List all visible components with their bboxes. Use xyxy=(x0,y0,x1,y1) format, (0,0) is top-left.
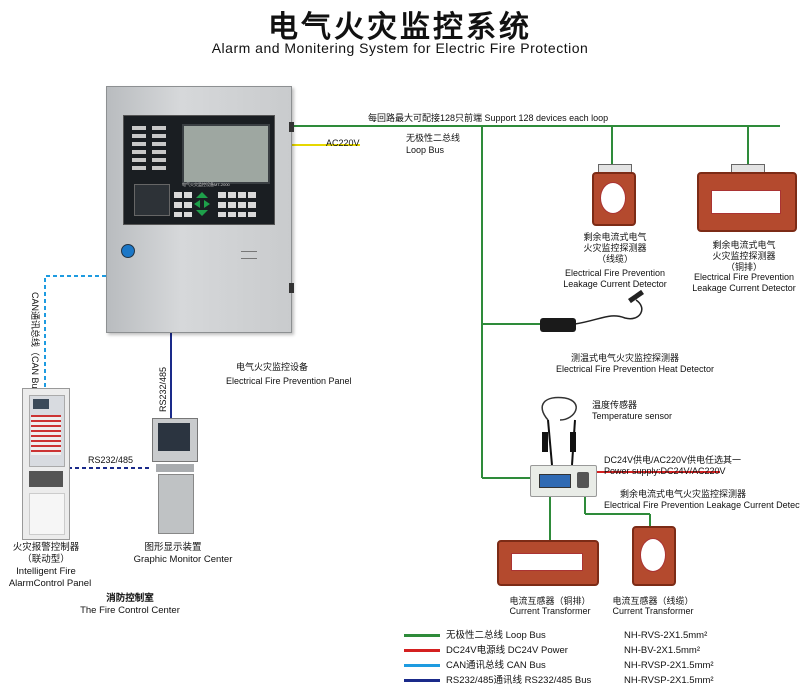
cable-detector-cn1: 剩余电流式电气 xyxy=(583,232,647,242)
legend-spec: NH-RVSP-2X1.5mm² xyxy=(624,675,714,686)
control-center-cn: 消防控制室 xyxy=(106,593,154,604)
temp-probe-tip-2 xyxy=(570,432,576,452)
legend-swatch-can-bus xyxy=(404,664,440,667)
panel-face: 电气火灾监控设备MT-2000 xyxy=(123,115,275,225)
control-center-en: The Fire Control Center xyxy=(80,605,180,616)
legend-swatch-loop-bus xyxy=(404,634,440,637)
heat-detector-cn: 测温式电气火灾监控探测器 xyxy=(570,353,679,363)
led-column xyxy=(130,124,170,179)
copper-residual-current-detector xyxy=(697,164,797,234)
fire-prevention-panel: 电气火灾监控设备MT-2000 xyxy=(106,86,294,333)
legend: 无极性二总线 Loop Bus NH-RVS-2X1.5mm² DC24V电源线… xyxy=(404,628,794,692)
ct-cable-cn: 电流互感器（线缆） xyxy=(612,596,694,606)
alarm-panel-cn1: 火灾报警控制器 xyxy=(12,542,80,553)
loop-bus-label-cn: 无极性二总线 xyxy=(406,133,461,143)
cable-detector-en2: Leakage Current Detector xyxy=(563,279,667,289)
panel-hinge-bottom xyxy=(289,283,294,293)
leakage-detector-module xyxy=(530,465,597,497)
panel-label-cn: 电气火灾监控设备 xyxy=(236,362,309,372)
monitor-en: Graphic Monitor Center xyxy=(133,554,233,565)
copper-detector-cn1: 剩余电流式电气 xyxy=(712,240,776,250)
can-bus-label: CAN通讯总线（CAN Bus） xyxy=(30,292,40,403)
heat-detector-cable xyxy=(574,299,643,325)
module-detector-cn: 剩余电流式电气火灾监控探测器 xyxy=(620,489,747,499)
current-transformer-cable xyxy=(632,526,676,586)
panel-plate: 电气火灾监控设备MT-2000 xyxy=(182,182,230,187)
alarm-panel-cn2: （联动型） xyxy=(22,554,70,565)
cable-detector-cn2: 火灾监控探测器 xyxy=(583,243,647,253)
ac220-label: AC220V xyxy=(326,138,360,148)
current-transformer-copper xyxy=(497,540,599,586)
legend-label: RS232/485通讯线 RS232/485 Bus xyxy=(446,675,592,686)
legend-row: RS232/485通讯线 RS232/485 Bus NH-RVSP-2X1.5… xyxy=(404,673,794,688)
temp-probe-cable-2 xyxy=(559,397,577,421)
page-title-en: Alarm and Monitering System for Electric… xyxy=(211,40,589,56)
alarm-panel-en2: AlarmControl Panel xyxy=(8,578,92,589)
alarm-panel-en1: Intelligent Fire xyxy=(16,566,76,577)
temp-probe-cable-1 xyxy=(541,396,566,421)
can-bus-line xyxy=(44,275,106,392)
legend-row: CAN通讯总线 CAN Bus NH-RVSP-2X1.5mm² xyxy=(404,658,794,673)
panel-hinge-top xyxy=(289,122,294,132)
legend-spec: NH-BV-2X1.5mm² xyxy=(624,645,701,656)
lcd-screen xyxy=(182,124,270,184)
copper-detector-cn3: （铜排） xyxy=(725,262,762,272)
page-title-cn: 电气火灾监控系统 xyxy=(268,10,532,45)
ct-copper-en: Current Transformer xyxy=(509,606,591,616)
monitor-cn: 图形显示装置 xyxy=(144,542,202,553)
copper-detector-en2: Leakage Current Detector xyxy=(692,283,796,293)
loop-capacity-label: 每回路最大可配接128只前端 Support 128 devices each … xyxy=(368,113,609,123)
printer-slot xyxy=(134,184,170,216)
power-option-en: Power supply:DC24V/AC220V xyxy=(604,466,726,476)
legend-swatch-power xyxy=(404,649,440,652)
power-option-cn: DC24V供电/AC220V供电任选其一 xyxy=(604,455,742,465)
temp-probe-lead-1 xyxy=(547,419,553,466)
legend-label: DC24V电源线 DC24V Power xyxy=(446,645,568,656)
rs232-vertical-label: RS232/485 xyxy=(158,366,168,412)
legend-label: CAN通讯总线 CAN Bus xyxy=(446,660,546,671)
loop-bus-label-en: Loop Bus xyxy=(406,145,445,155)
panel-label-en: Electrical Fire Prevention Panel xyxy=(226,376,352,386)
graphic-monitor-center xyxy=(152,418,198,534)
ct-cable-en: Current Transformer xyxy=(612,606,694,616)
legend-row: DC24V电源线 DC24V Power NH-BV-2X1.5mm² xyxy=(404,643,794,658)
cable-residual-current-detector xyxy=(592,164,636,226)
rs232-horizontal-label: RS232/485 xyxy=(88,455,134,465)
cable-detector-cn3: （线缆） xyxy=(596,254,633,264)
panel-key-icon xyxy=(121,244,135,258)
cable-detector-en1: Electrical Fire Prevention xyxy=(564,268,666,278)
legend-label: 无极性二总线 Loop Bus xyxy=(446,630,546,641)
legend-spec: NH-RVSP-2X1.5mm² xyxy=(624,660,714,671)
ct-copper-cn: 电流互感器（铜排） xyxy=(509,596,591,606)
vent-icon xyxy=(241,251,257,259)
temp-sensor-cn: 温度传感器 xyxy=(592,400,638,410)
copper-detector-en1: Electrical Fire Prevention xyxy=(693,272,795,282)
keypad xyxy=(174,190,266,218)
copper-detector-cn2: 火灾监控探测器 xyxy=(712,251,776,261)
fire-alarm-control-panel xyxy=(22,388,70,540)
legend-row: 无极性二总线 Loop Bus NH-RVS-2X1.5mm² xyxy=(404,628,794,643)
legend-spec: NH-RVS-2X1.5mm² xyxy=(624,630,708,641)
legend-swatch-rs232 xyxy=(404,679,440,682)
heat-detector xyxy=(540,318,576,332)
temp-probe-tip-1 xyxy=(542,432,548,452)
temp-sensor-en: Temperature sensor xyxy=(592,411,673,421)
heat-detector-en: Electrical Fire Prevention Heat Detector xyxy=(555,364,715,374)
module-detector-en: Electrical Fire Prevention Leakage Curre… xyxy=(604,500,800,510)
